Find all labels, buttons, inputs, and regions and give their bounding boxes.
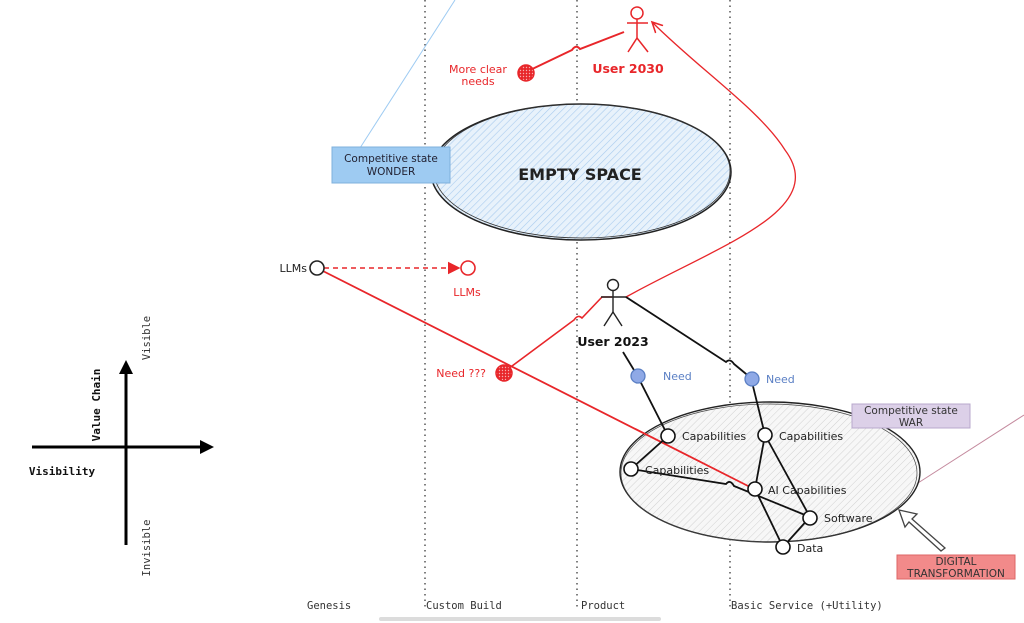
node-llms-genesis[interactable]: LLMs [280,260,325,276]
x-axis-arrow-icon [200,440,214,454]
need-1-label: Need [663,370,692,383]
y-axis-bottom-label: Invisible [141,520,153,577]
link-cap3-software [630,468,811,518]
node-ai-capabilities[interactable]: AI Capabilities [747,481,847,497]
link-llms-ai [316,267,755,490]
user-2030-label: User 2030 [592,61,664,76]
llms-genesis-label: LLMs [280,262,308,275]
data-label: Data [797,542,823,555]
red-links [316,22,797,490]
link-cap2-software [764,434,811,518]
wonder-connector [359,0,456,149]
war-label-line1: Competitive state [864,405,958,417]
link-needs-user2030 [525,31,625,73]
wonder-label-line1: Competitive state [344,153,438,165]
link-need1-cap1 [636,374,669,437]
ai-capabilities-label: AI Capabilities [768,484,847,497]
node-capabilities-2[interactable]: Capabilities [757,427,843,443]
link-need-user2023 [503,296,612,373]
capabilities-1-label: Capabilities [682,430,746,443]
user-2023-icon [606,278,620,292]
node-more-clear-needs[interactable]: More clear needs [449,63,535,88]
digital-label-line2: TRANSFORMATION [906,568,1005,580]
capabilities-2-label: Capabilities [779,430,843,443]
llms-custom-label: LLMs [453,286,481,299]
stage-product: Product [581,600,625,612]
node-need-1[interactable]: Need [630,368,692,384]
link-cap1-cap3 [630,435,669,470]
capabilities-3-label: Capabilities [645,464,709,477]
war-zone-region[interactable] [619,401,921,543]
digital-label-line1: DIGITAL [935,556,976,568]
stage-custom-build: Custom Build [426,600,502,612]
competitive-state-war[interactable]: Competitive state WAR [851,403,971,429]
empty-space-label: EMPTY SPACE [518,165,641,184]
stage-labels: Genesis Custom Build Product Basic Servi… [307,600,883,612]
digital-transformation[interactable]: DIGITAL TRANSFORMATION [896,509,1016,580]
y-axis-title: Value Chain [90,369,103,442]
user-2023[interactable]: User 2023 [577,278,649,350]
war-connector [917,414,1024,484]
link-cap2-ai [754,434,766,490]
competitive-state-wonder[interactable]: Competitive state WONDER [331,146,451,184]
user-2030[interactable]: User 2030 [592,6,664,76]
link-user2023-need2 [625,296,752,379]
more-clear-needs-label-2: needs [461,75,494,88]
need-2-label: Need [766,373,795,386]
wonder-label-line2: WONDER [367,166,416,178]
empty-space-region[interactable]: EMPTY SPACE [430,103,732,241]
more-clear-needs-label-1: More clear [449,63,507,76]
user-2030-icon [630,6,644,20]
user-2023-label: User 2023 [577,334,648,349]
digital-arrow-icon [897,509,947,552]
node-software[interactable]: Software [802,510,873,526]
link-need2-cap2 [750,377,766,436]
node-data[interactable]: Data [775,539,823,555]
y-axis-arrow-icon [119,360,133,374]
node-capabilities-1[interactable]: Capabilities [660,428,746,444]
node-need-2[interactable]: Need [744,371,795,387]
x-axis-title: Visibility [29,465,96,478]
stage-commodity: Basic Service (+Utility) [731,600,883,612]
node-need-unknown[interactable]: Need ??? [436,364,513,382]
node-capabilities-3[interactable]: Capabilities [623,461,709,477]
axes-legend: Visibility Value Chain Visible Invisible [29,316,214,577]
black-links [622,296,811,548]
y-axis-top-label: Visible [141,316,153,360]
link-ai-data [754,488,784,548]
stage-genesis: Genesis [307,600,351,612]
horizontal-scrollbar[interactable] [379,617,661,621]
software-label: Software [824,512,873,525]
need-unknown-label: Need ??? [436,367,486,380]
war-label-line2: WAR [899,417,923,429]
node-llms-custom[interactable]: LLMs [453,260,481,299]
link-user2023-user2030 [625,22,797,298]
